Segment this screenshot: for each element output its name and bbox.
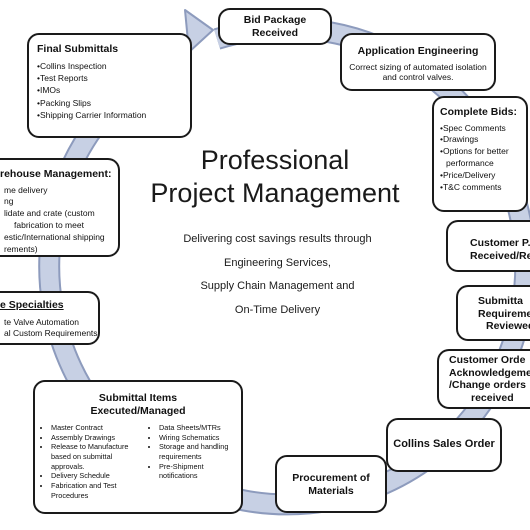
step-bid-package-received: Bid Package Received — [218, 8, 332, 45]
specialties-item: al Custom Requirements — [4, 328, 98, 339]
title-line-2: Project Management — [150, 177, 400, 208]
step-submittal-requirements-reviewed: Submitta Requireme Reviewed — [456, 285, 530, 341]
step-application-engineering: Application Engineering Correct sizing o… — [340, 33, 496, 91]
application-engineering-subtitle: Correct sizing of automated isolation an… — [349, 61, 487, 83]
warehouse-title: rehouse Management: — [0, 168, 112, 180]
step-warehouse-management: rehouse Management: me delivery ng lidat… — [0, 158, 120, 257]
complete-bids-title: Complete Bids: — [440, 106, 518, 118]
step-final-submittals: Final Submittals •Collins Inspection •Te… — [27, 33, 192, 138]
list-item: •Collins Inspection — [37, 60, 107, 71]
specialties-title: e Specialties — [0, 299, 64, 311]
list-item: •IMOs — [37, 85, 61, 96]
customer-order-line-2: Acknowledgeme — [449, 366, 530, 379]
step-submittal-items-executed: Submittal Items Executed/Managed Master … — [33, 380, 243, 514]
list-item: Storage and handling requirements — [159, 442, 241, 461]
warehouse-item: lidate and crate (custom — [4, 208, 95, 219]
warehouse-item: estic/International shipping — [4, 232, 105, 243]
complete-bids-item: •Drawings — [440, 134, 479, 145]
center-description: Delivering cost savings results through … — [150, 228, 405, 323]
submittal-items-right-list: Data Sheets/MTRs Wiring Schematics Stora… — [149, 423, 241, 500]
collins-sales-order-title: Collins Sales Order — [393, 438, 495, 450]
step-bid-package-line-2: Received — [251, 26, 299, 39]
list-item: Pre-Shipment notifications — [159, 462, 241, 481]
specialties-item: te Valve Automation — [4, 316, 79, 327]
final-submittals-list: •Collins Inspection •Test Reports •IMOs … — [37, 60, 190, 122]
customer-order-line-4: received — [471, 391, 514, 404]
list-item: Data Sheets/MTRs — [159, 423, 241, 433]
page-title: Professional Project Management — [130, 144, 420, 210]
list-item: •Test Reports — [37, 72, 88, 83]
customer-order-line-3: /Change orders — [449, 379, 527, 392]
step-customer-po-received: Customer P. Received/Revie — [446, 220, 530, 272]
center-line-4: On-Time Delivery — [234, 303, 321, 316]
step-specialties: e Specialties te Valve Automation al Cus… — [0, 291, 100, 345]
final-submittals-title: Final Submittals — [37, 43, 119, 55]
complete-bids-item: •Spec Comments — [440, 122, 506, 133]
application-engineering-title: Application Engineering — [357, 45, 479, 57]
procurement-line-2: Materials — [308, 484, 354, 497]
submittal-req-line-1: Submitta — [478, 295, 523, 307]
step-customer-order-acknowledgement: Customer Orde Acknowledgeme /Change orde… — [437, 349, 530, 409]
cycle-arrowhead — [184, 9, 214, 53]
list-item: Wiring Schematics — [159, 433, 241, 443]
customer-po-line-2: Received/Revie — [470, 249, 530, 262]
complete-bids-item: •Price/Delivery — [440, 170, 496, 181]
title-line-1: Professional — [200, 145, 350, 175]
list-item: Release to Manufacture based on submitta… — [51, 442, 141, 471]
list-item: •Packing Slips — [37, 97, 92, 108]
submittal-items-line-1: Submittal Items — [98, 392, 178, 404]
center-line-1: Delivering cost savings results through — [183, 233, 372, 245]
step-bid-package-line-1: Bid Package — [243, 14, 307, 26]
list-item: Master Contract — [51, 423, 141, 433]
submittal-items-left-list: Master Contract Assembly Drawings Releas… — [41, 423, 141, 500]
step-complete-bids: Complete Bids: •Spec Comments •Drawings … — [432, 96, 528, 212]
procurement-line-1: Procurement of — [292, 472, 370, 484]
customer-po-line-1: Customer P. — [470, 237, 530, 249]
warehouse-item: fabrication to meet — [14, 220, 84, 231]
step-collins-sales-order: Collins Sales Order — [386, 418, 502, 472]
center-line-2: Engineering Services, — [223, 256, 331, 269]
warehouse-item: rements) — [4, 244, 38, 255]
center-line-3: Supply Chain Management and — [200, 280, 355, 293]
submittal-req-line-2: Requireme — [478, 307, 530, 320]
complete-bids-item: •T&C comments — [440, 182, 502, 193]
list-item: Fabrication and Test Procedures — [51, 481, 141, 500]
warehouse-item: ng — [4, 196, 14, 207]
step-procurement-of-materials: Procurement of Materials — [275, 455, 387, 513]
complete-bids-item: performance — [446, 158, 494, 169]
list-item: Assembly Drawings — [51, 433, 141, 443]
list-item: Delivery Schedule — [51, 471, 141, 481]
customer-order-line-1: Customer Orde — [449, 354, 526, 366]
submittal-req-line-3: Reviewed — [486, 320, 530, 333]
complete-bids-item: •Options for better — [440, 146, 509, 157]
warehouse-item: me delivery — [4, 184, 48, 195]
submittal-items-line-2: Executed/Managed — [90, 404, 186, 417]
list-item: •Shipping Carrier Information — [37, 109, 147, 120]
